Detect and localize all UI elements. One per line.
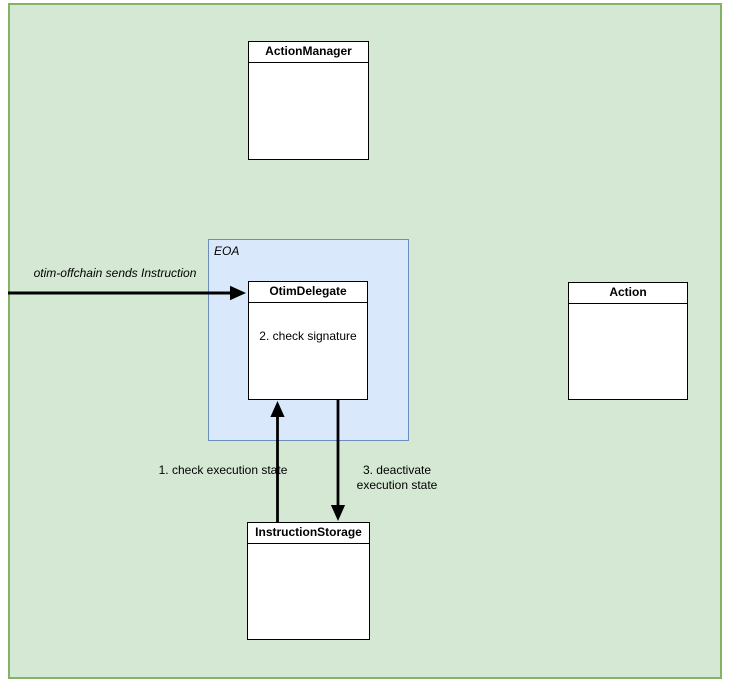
node-otim-delegate-title: OtimDelegate <box>249 282 367 303</box>
node-otim-delegate: OtimDelegate 2. check signature <box>248 281 368 400</box>
node-action-manager-title: ActionManager <box>249 42 368 63</box>
node-action-manager: ActionManager <box>248 41 369 160</box>
node-otim-delegate-body: 2. check signature <box>259 329 357 343</box>
node-instruction-storage-title: InstructionStorage <box>248 523 369 544</box>
edge-check-execution-state-label: 1. check execution state <box>158 463 288 477</box>
eoa-group-label: EOA <box>214 244 240 258</box>
node-instruction-storage: InstructionStorage <box>247 522 370 640</box>
edge-deactivate-execution-state-label: 3. deactivate execution state <box>356 463 438 492</box>
node-action-title: Action <box>569 283 687 304</box>
node-action: Action <box>568 282 688 400</box>
edge-offchain-send-label: otim-offchain sends Instruction <box>33 266 197 280</box>
